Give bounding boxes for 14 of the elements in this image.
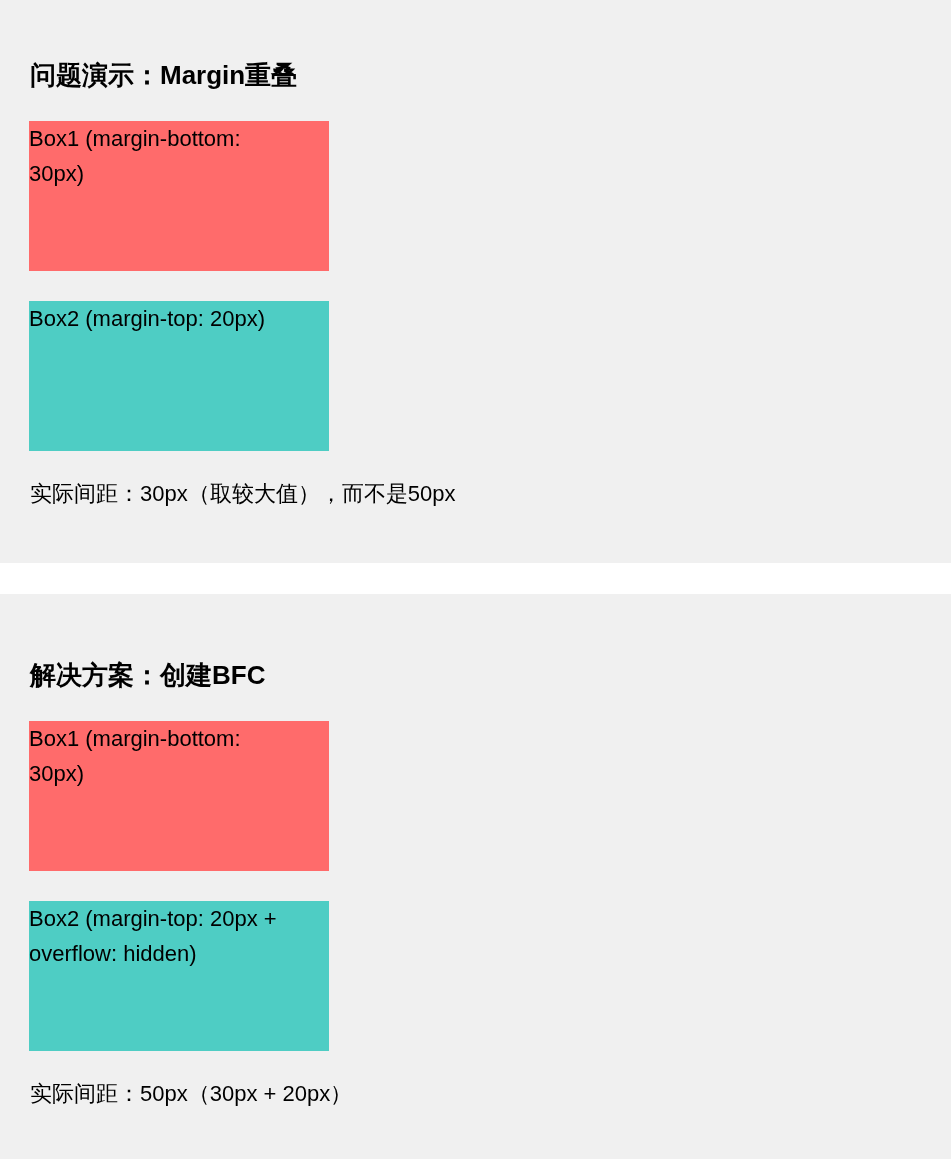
spacing-note: 实际间距：30px（取较大值），而不是50px: [30, 480, 456, 508]
block-label: Box2 (margin-top: 20px + overflow: hidden): [29, 905, 278, 968]
demo-block: [29, 901, 329, 1051]
panel-heading: 问题演示：Margin重叠: [30, 59, 298, 92]
demo-panel: [0, 0, 951, 563]
block-label: Box1 (margin-bottom: 30px): [29, 125, 242, 188]
demo-block: [29, 721, 329, 871]
panel-heading: 解决方案：创建BFC: [30, 659, 266, 692]
spacing-note: 实际间距：50px（30px + 20px）: [30, 1080, 353, 1108]
demo-block: [29, 301, 329, 451]
block-label: Box1 (margin-bottom: 30px): [29, 725, 242, 788]
demo-panel: [0, 594, 951, 1159]
block-label: Box2 (margin-top: 20px): [29, 305, 266, 333]
demo-block: [29, 121, 329, 271]
